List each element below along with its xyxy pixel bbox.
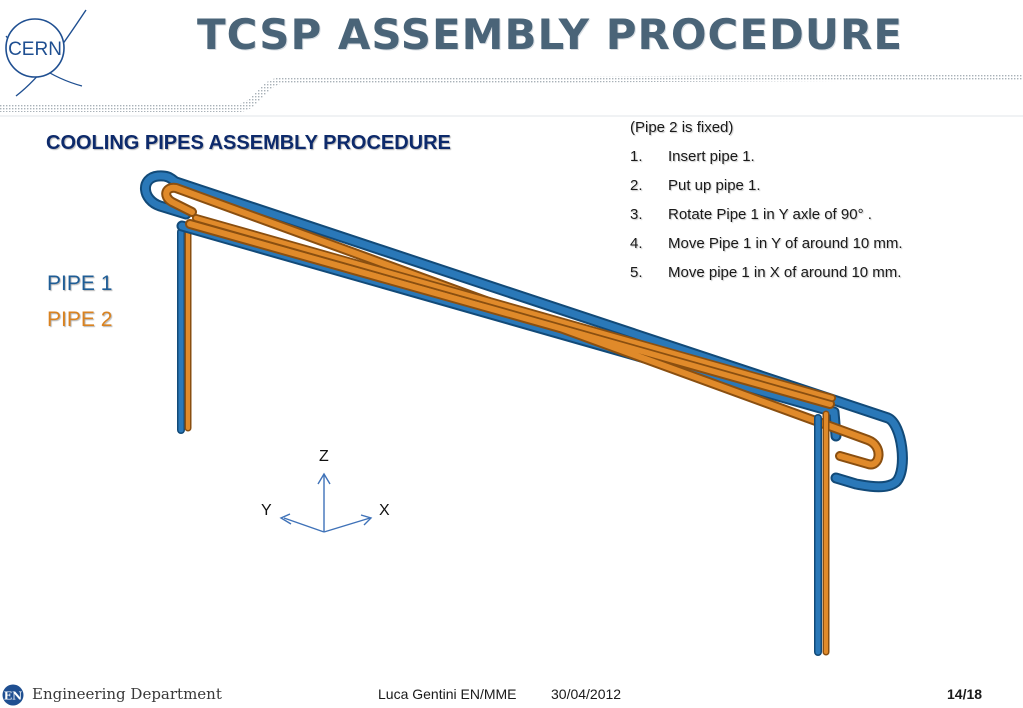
step-text: Put up pipe 1.: [668, 177, 761, 194]
cern-logo-text: CERN: [8, 39, 62, 60]
step-number: 3.: [630, 206, 643, 223]
step-item: 1. Insert pipe 1.: [630, 142, 903, 171]
page-title: TCSP ASSEMBLY PROCEDURE: [196, 10, 904, 59]
en-logo: EN: [2, 684, 24, 706]
step-number: 1.: [630, 148, 643, 165]
page-current: 14: [947, 686, 963, 702]
pipe-2: [161, 182, 884, 470]
step-number: 5.: [630, 264, 643, 281]
axis-z-label: Z: [319, 448, 329, 465]
footer-author: Luca Gentini EN/MME: [378, 686, 517, 702]
procedure-steps: (Pipe 2 is fixed) 1. Insert pipe 1. 2. Put…: [630, 116, 903, 287]
page-total: 18: [966, 686, 983, 702]
legend-pipe-1: PIPE 1: [47, 272, 113, 295]
step-number: 2.: [630, 177, 643, 194]
axis-arrows: [279, 472, 373, 533]
step-text: Rotate Pipe 1 in Y axle of 90° .: [668, 206, 872, 223]
footer-department: Engineering Department: [32, 685, 222, 703]
section-subtitle: COOLING PIPES ASSEMBLY PROCEDURE: [46, 132, 451, 154]
steps-intro: (Pipe 2 is fixed): [630, 119, 734, 136]
step-item: 3. Rotate Pipe 1 in Y axle of 90° .: [630, 200, 903, 229]
step-item: 4. Move Pipe 1 in Y of around 10 mm.: [630, 229, 903, 258]
page-number: 14/18: [947, 686, 983, 702]
step-item: 2. Put up pipe 1.: [630, 171, 903, 200]
footer-date: 30/04/2012: [551, 686, 622, 702]
legend-pipe-2: PIPE 2: [47, 308, 113, 331]
step-item: 5. Move pipe 1 in X of around 10 mm.: [630, 258, 903, 287]
header-band: [0, 74, 1023, 117]
step-text: Move Pipe 1 in Y of around 10 mm.: [668, 235, 903, 252]
step-text: Move pipe 1 in X of around 10 mm.: [668, 264, 902, 281]
step-text: Insert pipe 1.: [668, 148, 755, 165]
axis-y-label: Y: [261, 502, 272, 519]
cern-logo: CERN: [5, 9, 87, 97]
en-logo-text: EN: [4, 690, 22, 703]
step-number: 4.: [630, 235, 643, 252]
axis-x-label: X: [379, 502, 390, 519]
